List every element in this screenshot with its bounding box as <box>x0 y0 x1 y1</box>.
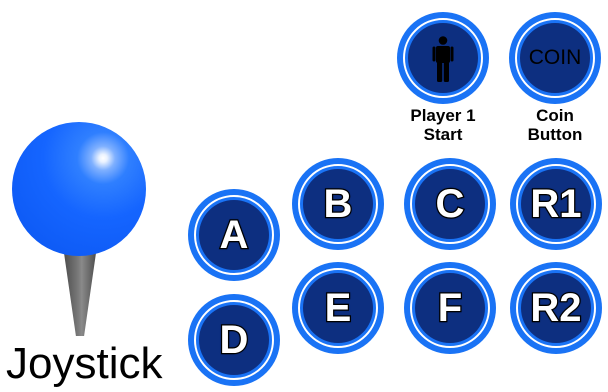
player1-start-caption: Player 1 Start <box>388 106 498 144</box>
a-button[interactable]: A <box>188 189 280 281</box>
d-button-label: D <box>188 294 280 386</box>
r1-button[interactable]: R1 <box>510 158 602 250</box>
coin-button-text: COIN <box>509 12 601 104</box>
joystick-ball[interactable] <box>12 122 146 256</box>
a-button-label: A <box>188 189 280 281</box>
r2-button-label: R2 <box>510 262 602 354</box>
coin-button[interactable]: COIN <box>509 12 601 104</box>
coin-button-caption: Coin Button <box>500 106 608 144</box>
r1-button-label: R1 <box>510 158 602 250</box>
r2-button[interactable]: R2 <box>510 262 602 354</box>
c-button[interactable]: C <box>404 158 496 250</box>
b-button[interactable]: B <box>292 158 384 250</box>
f-button[interactable]: F <box>404 262 496 354</box>
e-button-label: E <box>292 262 384 354</box>
d-button[interactable]: D <box>188 294 280 386</box>
b-button-label: B <box>292 158 384 250</box>
e-button[interactable]: E <box>292 262 384 354</box>
person-icon <box>432 36 454 82</box>
joystick-shaft[interactable] <box>63 246 97 336</box>
player1-start-button[interactable] <box>397 12 489 104</box>
f-button-label: F <box>404 262 496 354</box>
joystick-label: Joystick <box>6 340 162 388</box>
c-button-label: C <box>404 158 496 250</box>
